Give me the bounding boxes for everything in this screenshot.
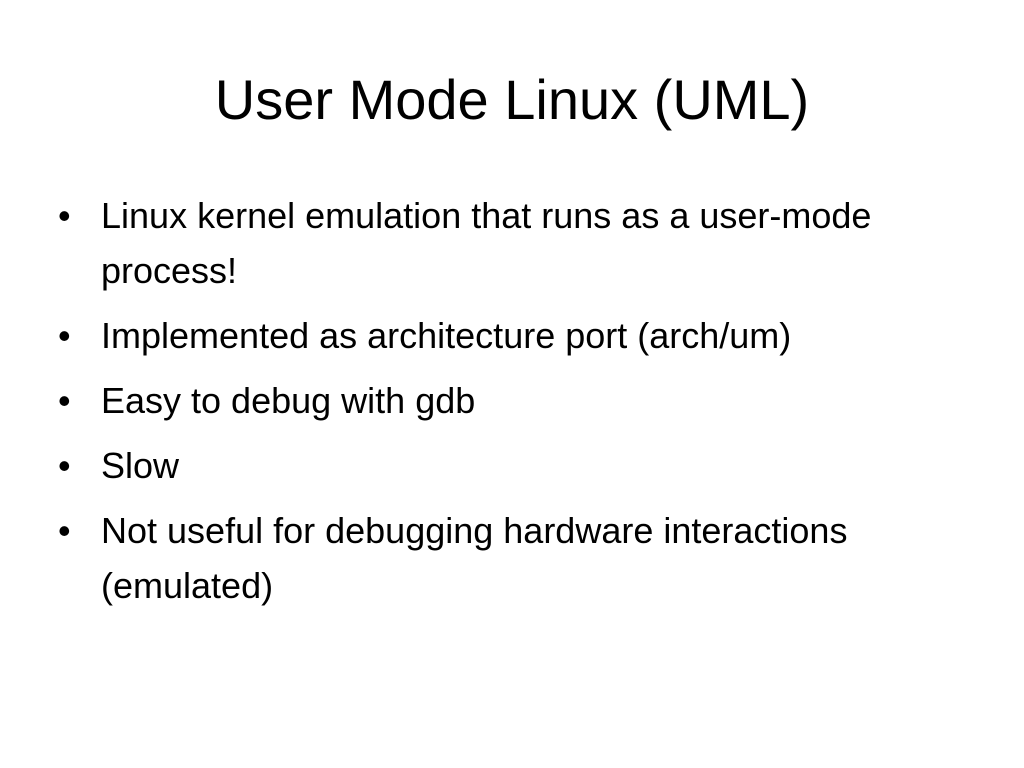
bullet-text: Easy to debug with gdb	[101, 380, 476, 421]
bullet-text: Linux kernel emulation that runs as a us…	[101, 195, 872, 291]
bullet-item: • Not useful for debugging hardware inte…	[58, 503, 978, 613]
bullet-text: Implemented as architecture port (arch/u…	[101, 315, 792, 356]
bullet-icon: •	[58, 445, 71, 486]
bullet-list: • Linux kernel emulation that runs as a …	[58, 188, 978, 623]
bullet-icon: •	[58, 380, 71, 421]
bullet-item: • Implemented as architecture port (arch…	[58, 308, 978, 363]
slide-title: User Mode Linux (UML)	[214, 68, 810, 131]
bullet-item: • Easy to debug with gdb	[58, 373, 978, 428]
bullet-item: • Slow	[58, 438, 978, 493]
bullet-icon: •	[58, 510, 71, 551]
bullet-icon: •	[58, 315, 71, 356]
bullet-text: Slow	[101, 445, 180, 486]
bullet-icon: •	[58, 195, 71, 236]
bullet-item: • Linux kernel emulation that runs as a …	[58, 188, 978, 298]
bullet-text: Not useful for debugging hardware intera…	[101, 510, 848, 606]
